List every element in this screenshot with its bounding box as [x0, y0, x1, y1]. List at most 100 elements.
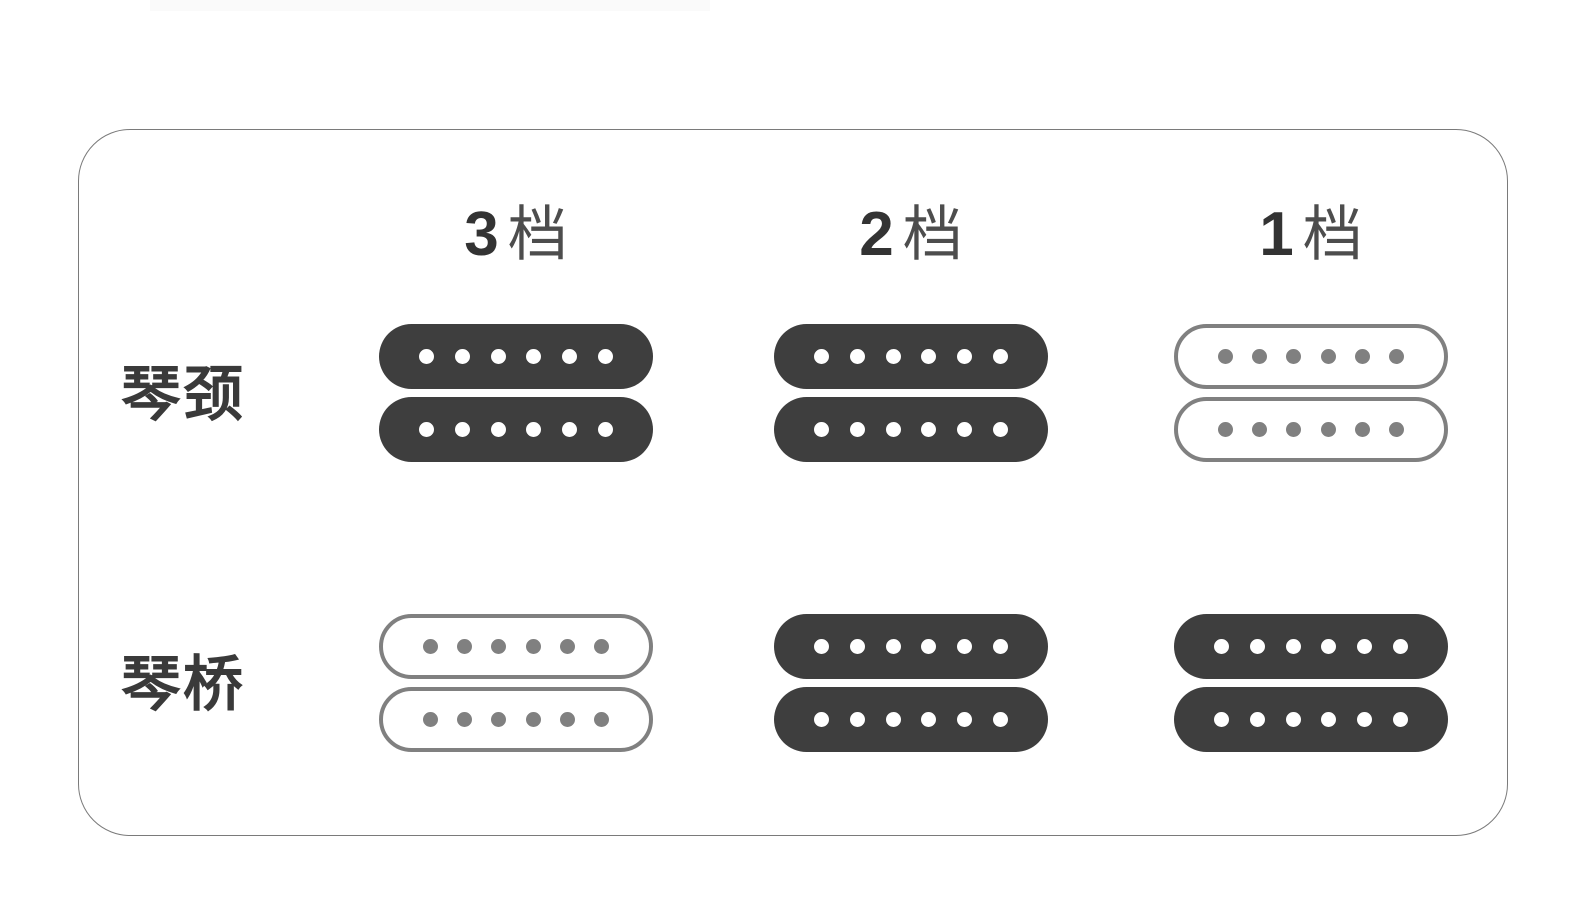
pole-piece-icon — [1285, 712, 1301, 727]
pole-piece-icon — [1357, 639, 1373, 654]
column-header-2-number: 2 — [859, 200, 894, 269]
column-header-3-number: 3 — [464, 200, 499, 269]
pole-piece-icon — [1320, 349, 1336, 364]
column-header-2-unit: 档 — [902, 201, 963, 268]
pole-piece-icon — [1392, 639, 1408, 654]
pickup-bridge-position2-active — [774, 614, 1048, 752]
pole-piece-icon — [423, 639, 438, 654]
pole-piece-icon — [490, 422, 506, 437]
row-label-bridge: 琴桥 — [121, 651, 245, 718]
coil-top — [774, 324, 1048, 389]
pole-piece-icon — [1388, 422, 1404, 437]
pole-piece-icon — [454, 422, 470, 437]
pickup-bridge-position3-inactive — [379, 614, 653, 752]
pole-piece-icon — [1214, 712, 1229, 727]
pole-piece-icon — [1357, 712, 1373, 727]
pole-piece-icon — [423, 712, 438, 727]
pole-piece-icon — [885, 712, 901, 727]
pole-piece-icon — [1286, 349, 1302, 364]
pickup-bridge-position1-active — [1174, 614, 1448, 752]
pole-piece-icon — [992, 422, 1008, 437]
pole-piece-icon — [1321, 712, 1337, 727]
pole-piece-icon — [491, 639, 507, 654]
pole-piece-icon — [419, 349, 434, 364]
coil-top — [1174, 324, 1448, 389]
pole-piece-icon — [526, 422, 542, 437]
pole-piece-icon — [849, 712, 865, 727]
pole-piece-icon — [525, 712, 541, 727]
coil-top — [379, 324, 653, 389]
pole-piece-icon — [849, 639, 865, 654]
pickup-neck-position2-active — [774, 324, 1048, 462]
column-header-1-number: 1 — [1259, 200, 1294, 269]
pole-piece-icon — [957, 712, 973, 727]
pole-piece-icon — [814, 422, 829, 437]
pole-piece-icon — [814, 639, 829, 654]
pole-piece-icon — [957, 639, 973, 654]
coil-bottom — [774, 397, 1048, 462]
pole-piece-icon — [526, 349, 542, 364]
coil-top — [379, 614, 653, 679]
pole-piece-icon — [992, 712, 1008, 727]
pole-piece-icon — [562, 422, 578, 437]
coil-bottom — [774, 687, 1048, 752]
pole-piece-icon — [1354, 422, 1370, 437]
pole-piece-icon — [525, 639, 541, 654]
pole-piece-icon — [1218, 422, 1233, 437]
coil-bottom — [379, 397, 653, 462]
pole-piece-icon — [885, 349, 901, 364]
row-label-neck: 琴颈 — [121, 361, 245, 428]
pole-piece-icon — [597, 422, 613, 437]
pole-piece-icon — [1218, 349, 1233, 364]
pole-piece-icon — [992, 639, 1008, 654]
pole-piece-icon — [957, 349, 973, 364]
pole-piece-icon — [849, 422, 865, 437]
column-header-3-unit: 档 — [507, 201, 568, 268]
pole-piece-icon — [921, 349, 937, 364]
pole-piece-icon — [921, 422, 937, 437]
pole-piece-icon — [885, 639, 901, 654]
pole-piece-icon — [562, 349, 578, 364]
top-edge-sliver — [150, 0, 710, 11]
pole-piece-icon — [885, 422, 901, 437]
pole-piece-icon — [814, 712, 829, 727]
pole-piece-icon — [1252, 349, 1268, 364]
pole-piece-icon — [593, 639, 609, 654]
pole-piece-icon — [1320, 422, 1336, 437]
pole-piece-icon — [1252, 422, 1268, 437]
coil-top — [1174, 614, 1448, 679]
pole-piece-icon — [1286, 422, 1302, 437]
pole-piece-icon — [1249, 712, 1265, 727]
pole-piece-icon — [454, 349, 470, 364]
pole-piece-icon — [921, 712, 937, 727]
pole-piece-icon — [1214, 639, 1229, 654]
pole-piece-icon — [491, 712, 507, 727]
pole-piece-icon — [992, 349, 1008, 364]
pole-piece-icon — [1388, 349, 1404, 364]
pole-piece-icon — [457, 712, 473, 727]
pole-piece-icon — [1249, 639, 1265, 654]
pole-piece-icon — [1285, 639, 1301, 654]
pole-piece-icon — [849, 349, 865, 364]
pole-piece-icon — [957, 422, 973, 437]
pole-piece-icon — [1354, 349, 1370, 364]
pickup-neck-position1-inactive — [1174, 324, 1448, 462]
pole-piece-icon — [419, 422, 434, 437]
coil-bottom — [1174, 397, 1448, 462]
pole-piece-icon — [559, 639, 575, 654]
pickup-neck-position3-active — [379, 324, 653, 462]
pole-piece-icon — [490, 349, 506, 364]
pole-piece-icon — [597, 349, 613, 364]
coil-bottom — [1174, 687, 1448, 752]
pole-piece-icon — [457, 639, 473, 654]
coil-bottom — [379, 687, 653, 752]
pole-piece-icon — [559, 712, 575, 727]
column-header-1-unit: 档 — [1302, 201, 1363, 268]
pole-piece-icon — [1392, 712, 1408, 727]
pole-piece-icon — [1321, 639, 1337, 654]
